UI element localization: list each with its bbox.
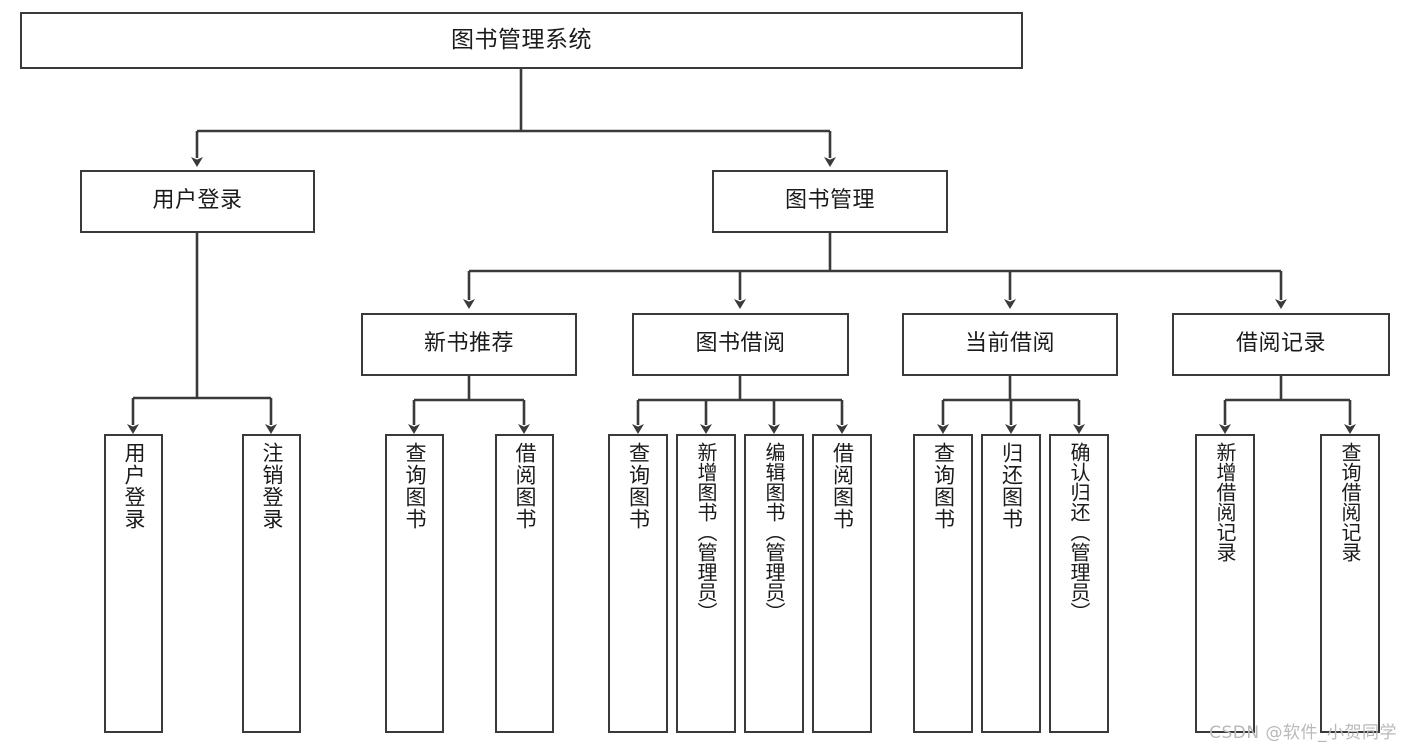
node-label: 借阅图书 (513, 442, 537, 530)
node-label: 新书推荐 (423, 331, 514, 357)
node-book-management[interactable]: 图书管理 (712, 170, 948, 233)
node-label: 借阅图书 (830, 442, 855, 530)
leaf-current-borrow-return-book[interactable]: 归还图书 (981, 434, 1041, 733)
node-book-borrow[interactable]: 图书借阅 (632, 313, 849, 376)
node-current-borrow[interactable]: 当前借阅 (902, 313, 1118, 376)
node-label: 注销登录 (260, 442, 284, 530)
leaf-user-login-login[interactable]: 用户登录 (104, 434, 163, 733)
csdn-watermark: CSDN @软件_小贺同学 (1209, 723, 1397, 743)
node-borrow-record[interactable]: 借阅记录 (1172, 313, 1390, 376)
node-label: 当前借阅 (964, 331, 1055, 357)
leaf-book-borrow-borrow-book[interactable]: 借阅图书 (812, 434, 872, 733)
node-label: 借阅记录 (1235, 331, 1326, 357)
node-label: 图书借阅 (695, 331, 786, 357)
node-label: 归还图书 (999, 442, 1024, 530)
node-label: 查询图书 (403, 442, 427, 530)
node-user-login[interactable]: 用户登录 (80, 170, 315, 233)
node-label: 编辑图书（管理员） (762, 442, 786, 622)
node-label: 查询图书 (931, 442, 956, 530)
node-label: 新增图书（管理员） (694, 442, 718, 622)
node-label: 用户登录 (152, 188, 243, 214)
leaf-current-borrow-confirm-return-admin[interactable]: 确认归还（管理员） (1049, 434, 1109, 733)
leaf-book-borrow-add-book-admin[interactable]: 新增图书（管理员） (676, 434, 736, 733)
leaf-user-login-logout[interactable]: 注销登录 (242, 434, 301, 733)
leaf-book-borrow-edit-book-admin[interactable]: 编辑图书（管理员） (744, 434, 804, 733)
node-label: 查询借阅记录 (1338, 442, 1362, 562)
node-label: 查询图书 (626, 442, 651, 530)
node-label: 用户登录 (122, 442, 146, 530)
leaf-borrow-record-add-record[interactable]: 新增借阅记录 (1195, 434, 1255, 733)
leaf-current-borrow-query-book[interactable]: 查询图书 (913, 434, 973, 733)
node-new-book-recommend[interactable]: 新书推荐 (361, 313, 577, 376)
node-root-system[interactable]: 图书管理系统 (20, 12, 1023, 69)
node-label: 图书管理 (784, 188, 875, 214)
leaf-borrow-record-query-record[interactable]: 查询借阅记录 (1320, 434, 1380, 733)
node-label: 新增借阅记录 (1213, 442, 1237, 562)
node-label: 确认归还（管理员） (1067, 442, 1091, 622)
leaf-new-book-query-book[interactable]: 查询图书 (385, 434, 444, 733)
leaf-book-borrow-query-book[interactable]: 查询图书 (608, 434, 668, 733)
node-label: 图书管理系统 (451, 26, 592, 53)
leaf-new-book-borrow-book[interactable]: 借阅图书 (495, 434, 554, 733)
